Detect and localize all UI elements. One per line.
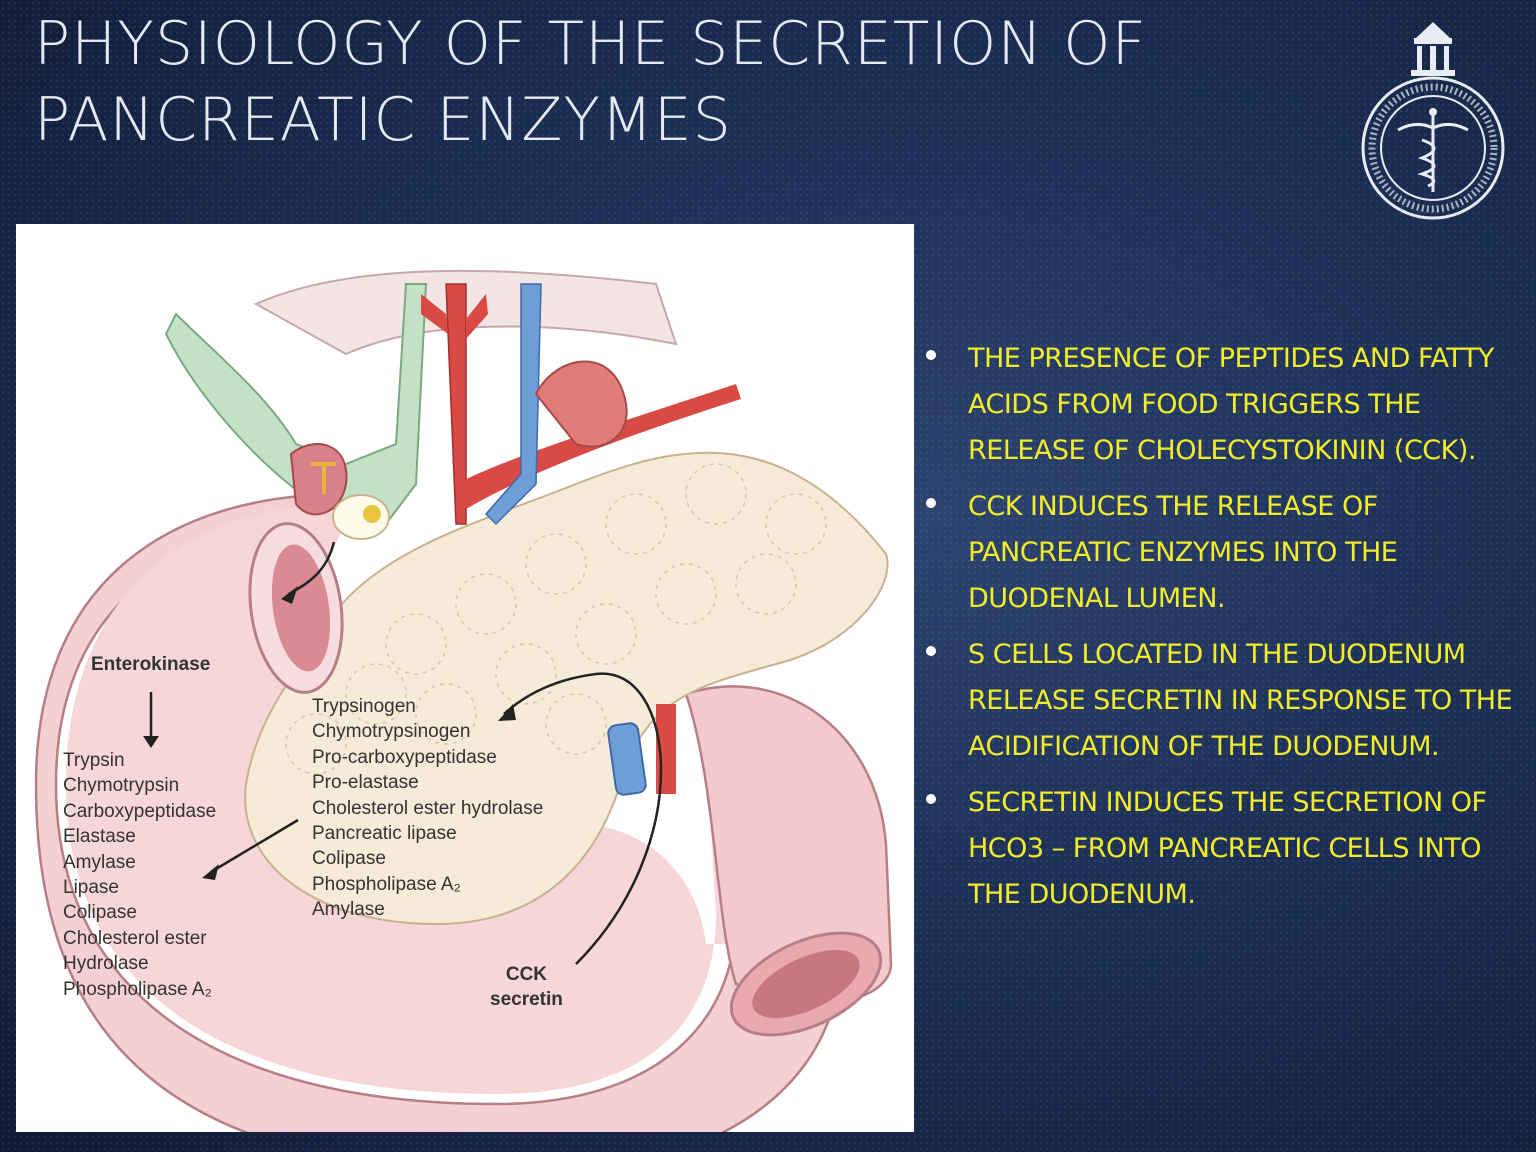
arrow-cck-secretin — [503, 672, 663, 965]
zymogen-item: Phospholipase A₂ — [312, 873, 461, 895]
zymogen-list: Trypsinogen Chymotrypsinogen Pro-carboxy… — [312, 694, 543, 923]
bullet-text: The presence of peptides and fatty acids… — [968, 343, 1494, 466]
active-enzyme-list: Trypsin Chymotrypsin Carboxypeptidase El… — [63, 748, 216, 1002]
active-enzyme-item: Colipase — [63, 902, 137, 924]
bullet-list: The presence of peptides and fatty acids… — [920, 336, 1520, 928]
zymogen-item: Pro-carboxypeptidase — [312, 746, 497, 768]
bullet-dot — [926, 646, 936, 656]
zymogen-item: Trypsinogen — [312, 696, 416, 717]
arrow-zymogens-to-enzymes — [210, 818, 299, 874]
zymogen-item: Pro-elastase — [312, 772, 419, 794]
active-enzyme-item: Carboxypeptidase — [63, 800, 217, 822]
pancreas-anatomy-figure: Enterokinase Trypsin Chymotrypsin Carbox… — [16, 224, 914, 1132]
slide-title: Physiology of the secretion of pancreati… — [34, 6, 1284, 158]
zymogen-item: Pancreatic lipase — [312, 823, 457, 845]
portal-vein — [484, 283, 542, 526]
enterokinase-label: Enterokinase — [91, 654, 211, 675]
institution-seal-logo — [1361, 22, 1505, 220]
bullet-text: CCK induces the release of pancreatic en… — [968, 491, 1398, 614]
artery — [445, 283, 467, 525]
bile-duct — [164, 283, 428, 526]
secretin-label: secretin — [490, 989, 563, 1011]
pancreas-illustration — [34, 269, 893, 1132]
active-enzyme-item: Hydrolase — [63, 953, 149, 975]
zymogen-item: Colipase — [312, 848, 386, 870]
active-enzyme-item: Trypsin — [63, 750, 125, 771]
bullet-item: CCK induces the release of pancreatic en… — [920, 484, 1520, 622]
title-line-2: pancreatic enzymes — [34, 85, 732, 155]
active-enzyme-item: Amylase — [63, 851, 136, 873]
bullet-dot — [926, 794, 936, 804]
hormone-labels: CCK secretin — [490, 962, 563, 1013]
pancreas — [244, 451, 889, 926]
zymogen-item: Chymotrypsinogen — [312, 721, 471, 743]
cck-label: CCK — [505, 964, 548, 985]
bullet-dot — [926, 498, 936, 508]
bullet-text: S cells located in the duodenum release … — [968, 639, 1513, 762]
active-enzyme-item: Phospholipase A₂ — [63, 978, 212, 1000]
bullet-text: Secretin induces the secretion of HCO3 –… — [968, 787, 1487, 910]
active-enzyme-item: Cholesterol ester — [63, 927, 207, 949]
bullet-item: Secretin induces the secretion of HCO3 –… — [920, 780, 1520, 918]
active-enzyme-item: Lipase — [63, 877, 119, 899]
bullet-dot — [926, 350, 936, 360]
title-line-1: Physiology of the secretion of — [34, 9, 1148, 79]
bullet-item: The presence of peptides and fatty acids… — [920, 336, 1520, 474]
active-enzyme-item: Chymotrypsin — [63, 775, 180, 797]
zymogen-item: Cholesterol ester hydrolase — [312, 797, 544, 819]
zymogen-item: Amylase — [312, 899, 385, 921]
bullet-item: S cells located in the duodenum release … — [920, 632, 1520, 770]
active-enzyme-item: Elastase — [63, 826, 136, 848]
